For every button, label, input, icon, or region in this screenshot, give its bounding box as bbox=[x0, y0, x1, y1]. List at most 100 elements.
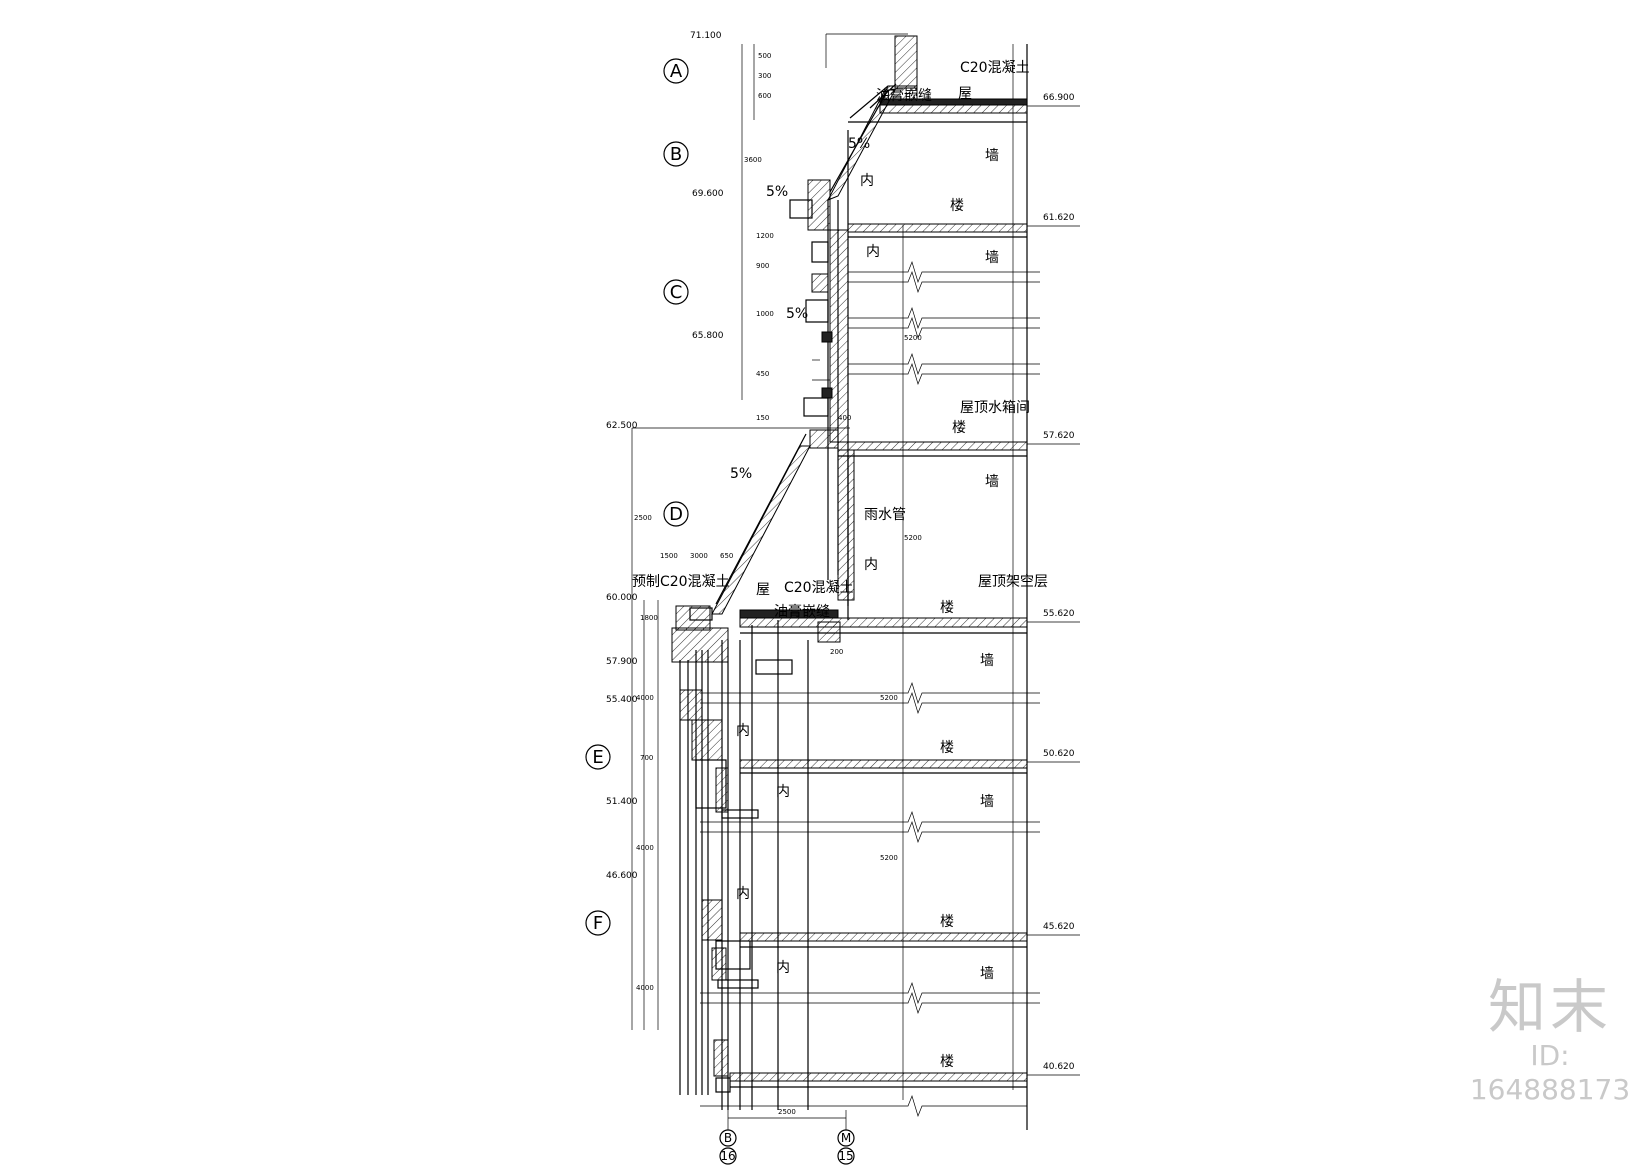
dim-2: 300 bbox=[758, 72, 771, 80]
section-label-a: A bbox=[670, 61, 683, 82]
section-circle-b: B bbox=[663, 141, 689, 167]
annotation-inner-3: 内 bbox=[864, 557, 878, 573]
dim-24: 700 bbox=[640, 754, 653, 762]
annotation-wall-3: 墙 bbox=[985, 474, 999, 490]
annotation-floor-4: 楼 bbox=[940, 740, 954, 756]
annotation-floor-3: 楼 bbox=[940, 600, 954, 616]
floor-slabs bbox=[729, 103, 1028, 1088]
annotation-slope-top: 5% bbox=[848, 136, 870, 152]
watermark-logo: 知末 bbox=[1487, 973, 1612, 1041]
section-label-f: F bbox=[593, 913, 603, 934]
annotation-roof-low: 屋 bbox=[756, 582, 770, 598]
watermark-id: ID: 164888173 bbox=[1469, 1039, 1631, 1106]
dim-4: 3600 bbox=[744, 156, 762, 164]
dimension-texts: 500 300 600 3600 1200 900 1000 450 5200 … bbox=[634, 52, 922, 992]
elevation-6: 57.900 bbox=[606, 657, 638, 667]
dim-20: 200 bbox=[830, 648, 843, 656]
dim-12: 5200 bbox=[880, 854, 898, 862]
annotation-inner-2: 内 bbox=[866, 244, 880, 260]
dim-22: 400 bbox=[838, 414, 851, 422]
annotation-concrete-2: C20混凝土 bbox=[784, 580, 854, 596]
dim-21: 150 bbox=[756, 414, 769, 422]
dim-13: 2500 bbox=[634, 514, 652, 522]
dim-11: 5200 bbox=[880, 694, 898, 702]
annotation-asphalt-top: 油膏嵌缝 bbox=[876, 87, 932, 104]
elevation-2: 69.600 bbox=[692, 189, 724, 199]
annotation-inner-6: 内 bbox=[736, 886, 750, 902]
dim-7: 1000 bbox=[756, 310, 774, 318]
dim-6: 900 bbox=[756, 262, 769, 270]
elevation-labels: 71.100 69.600 65.800 62.500 60.000 57.90… bbox=[606, 31, 1075, 1072]
dim-10: 5200 bbox=[904, 534, 922, 542]
section-label-b: B bbox=[670, 144, 682, 165]
annotation-wall-5: 墙 bbox=[980, 794, 994, 810]
elevation-9: 46.600 bbox=[606, 871, 638, 881]
section-circle-d: D bbox=[663, 501, 689, 527]
dim-1: 500 bbox=[758, 52, 771, 60]
elevation-1: 71.100 bbox=[690, 31, 722, 41]
section-circle-c: C bbox=[663, 279, 689, 305]
elevation-7: 55.400 bbox=[606, 695, 638, 705]
grid-label-b: M bbox=[841, 1131, 851, 1145]
mid-wall bbox=[803, 229, 849, 443]
section-circle-f: F bbox=[585, 910, 611, 936]
annotation-asphalt-low: 油膏嵌缝 bbox=[774, 603, 830, 620]
elevation-3: 65.800 bbox=[692, 331, 724, 341]
lower-slope bbox=[671, 429, 855, 675]
elevation-4: 62.500 bbox=[606, 421, 638, 431]
grid-label-a: B bbox=[724, 1131, 732, 1145]
dim-14: 4000 bbox=[636, 694, 654, 702]
annotation-slope-2: 5% bbox=[766, 184, 788, 200]
elevation-r1: 66.900 bbox=[1043, 93, 1075, 103]
annotation-wall-1: 墙 bbox=[985, 148, 999, 164]
annotation-precast: 预制C20混凝土 bbox=[632, 574, 730, 590]
upper-parapet bbox=[789, 33, 1028, 231]
break-lines bbox=[700, 260, 1040, 1118]
elevation-r2: 61.620 bbox=[1043, 213, 1075, 223]
lower-floors bbox=[679, 660, 759, 1095]
section-label-e: E bbox=[592, 747, 603, 768]
bottom-grid: 2500 B 16 M 15 bbox=[719, 1108, 855, 1165]
section-label-d: D bbox=[669, 504, 683, 525]
annotation-wall-2: 墙 bbox=[985, 250, 999, 266]
elevation-5: 60.000 bbox=[606, 593, 638, 603]
grid-span-dim: 2500 bbox=[778, 1108, 796, 1116]
elevation-r3: 57.620 bbox=[1043, 431, 1075, 441]
annotation-texts: C20混凝土 屋 油膏嵌缝 5% 内 墙 楼 5% 内 墙 5% 屋顶水箱间 楼… bbox=[632, 60, 1048, 1070]
left-dimension-lines bbox=[631, 44, 850, 1030]
dim-3: 600 bbox=[758, 92, 771, 100]
annotation-wall-4: 墙 bbox=[980, 653, 994, 669]
dim-5: 1200 bbox=[756, 232, 774, 240]
annotation-inner-5: 内 bbox=[776, 784, 790, 800]
dim-23: 1800 bbox=[640, 614, 658, 622]
section-label-c: C bbox=[670, 282, 683, 303]
watermark: 知末 ID: 164888173 bbox=[1455, 975, 1645, 1107]
dim-17: 1500 bbox=[660, 552, 678, 560]
section-circle-e: E bbox=[585, 744, 611, 770]
annotation-water-tank-room: 屋顶水箱间 bbox=[960, 400, 1030, 416]
elevation-r4: 55.620 bbox=[1043, 609, 1075, 619]
right-level-marks bbox=[1027, 105, 1080, 1076]
dim-15: 4000 bbox=[636, 844, 654, 852]
annotation-inner-4: 内 bbox=[736, 723, 750, 739]
elevation-r7: 40.620 bbox=[1043, 1062, 1075, 1072]
dim-19: 650 bbox=[720, 552, 733, 560]
annotation-floor-6: 楼 bbox=[940, 1054, 954, 1070]
annotation-inner-7: 内 bbox=[776, 960, 790, 976]
annotation-roof-top: 屋 bbox=[958, 86, 972, 102]
grid-number-a: 16 bbox=[720, 1149, 735, 1163]
dim-8: 450 bbox=[756, 370, 769, 378]
annotation-floor-2: 楼 bbox=[952, 420, 966, 436]
annotation-floor-1: 楼 bbox=[950, 198, 964, 214]
annotation-slope-3: 5% bbox=[786, 306, 808, 322]
elevation-r5: 50.620 bbox=[1043, 749, 1075, 759]
dim-18: 3000 bbox=[690, 552, 708, 560]
grid-number-b: 15 bbox=[838, 1149, 853, 1163]
annotation-slope-4: 5% bbox=[730, 466, 752, 482]
elevation-r6: 45.620 bbox=[1043, 922, 1075, 932]
section-circle-a: A bbox=[663, 58, 689, 84]
annotation-roof-frame: 屋顶架空层 bbox=[978, 574, 1048, 590]
dim-16: 4000 bbox=[636, 984, 654, 992]
